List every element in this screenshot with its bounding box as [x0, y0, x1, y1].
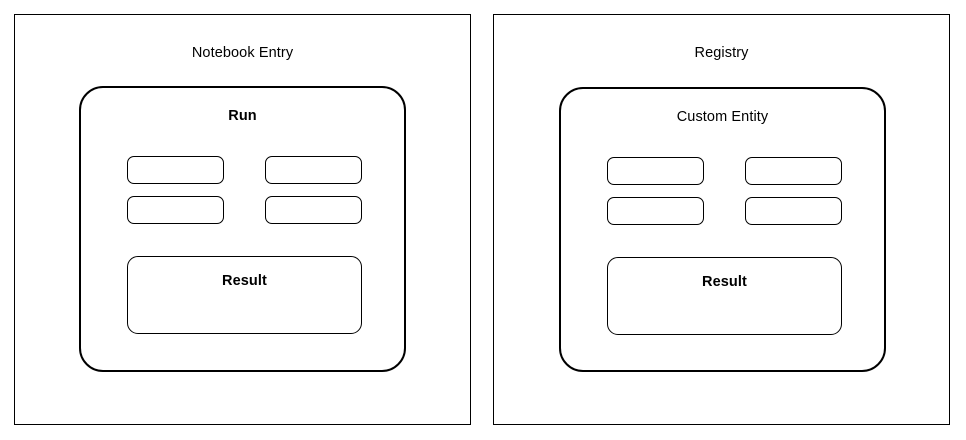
panel-notebook-entry: Notebook Entry Run Result	[14, 14, 471, 425]
field-box-run-2[interactable]	[265, 156, 362, 184]
result-box-run: Result	[127, 256, 362, 334]
panel-title-registry: Registry	[694, 45, 749, 61]
result-box-custom-entity: Result	[607, 257, 842, 335]
field-box-custom-entity-3[interactable]	[607, 197, 704, 225]
field-box-run-3[interactable]	[127, 196, 224, 224]
field-box-run-4[interactable]	[265, 196, 362, 224]
panel-title-notebook-entry: Notebook Entry	[191, 45, 294, 61]
field-box-custom-entity-2[interactable]	[745, 157, 842, 185]
group-title-run: Run	[228, 108, 257, 124]
field-box-custom-entity-4[interactable]	[745, 197, 842, 225]
panel-registry: Registry Custom Entity Result	[493, 14, 950, 425]
field-box-run-1[interactable]	[127, 156, 224, 184]
group-run: Run Result	[79, 86, 406, 372]
field-box-custom-entity-1[interactable]	[607, 157, 704, 185]
result-label-custom-entity: Result	[702, 274, 747, 290]
group-title-custom-entity: Custom Entity	[676, 109, 769, 125]
group-custom-entity: Custom Entity Result	[559, 87, 886, 372]
result-label-run: Result	[222, 273, 267, 289]
